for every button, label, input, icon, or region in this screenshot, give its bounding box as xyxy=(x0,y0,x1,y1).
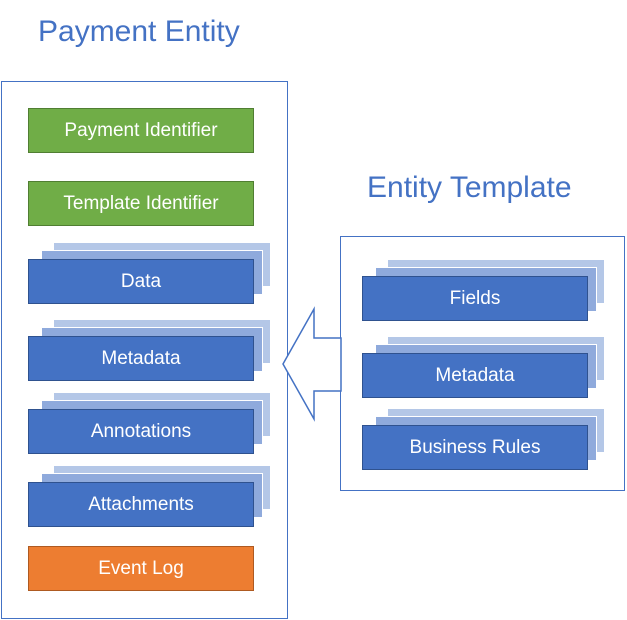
business-rules-box: Business Rules xyxy=(362,425,588,470)
template-metadata-box: Metadata xyxy=(362,353,588,398)
template-identifier-box: Template Identifier xyxy=(28,181,254,226)
event-log-box: Event Log xyxy=(28,546,254,591)
fields-box: Fields xyxy=(362,276,588,321)
payment-identifier-box: Payment Identifier xyxy=(28,108,254,153)
attachments-box: Attachments xyxy=(28,482,254,527)
metadata-box: Metadata xyxy=(28,336,254,381)
payment-entity-title: Payment Entity xyxy=(38,15,240,48)
annotations-box: Annotations xyxy=(28,409,254,454)
entity-template-title: Entity Template xyxy=(367,171,572,204)
data-box: Data xyxy=(28,259,254,304)
